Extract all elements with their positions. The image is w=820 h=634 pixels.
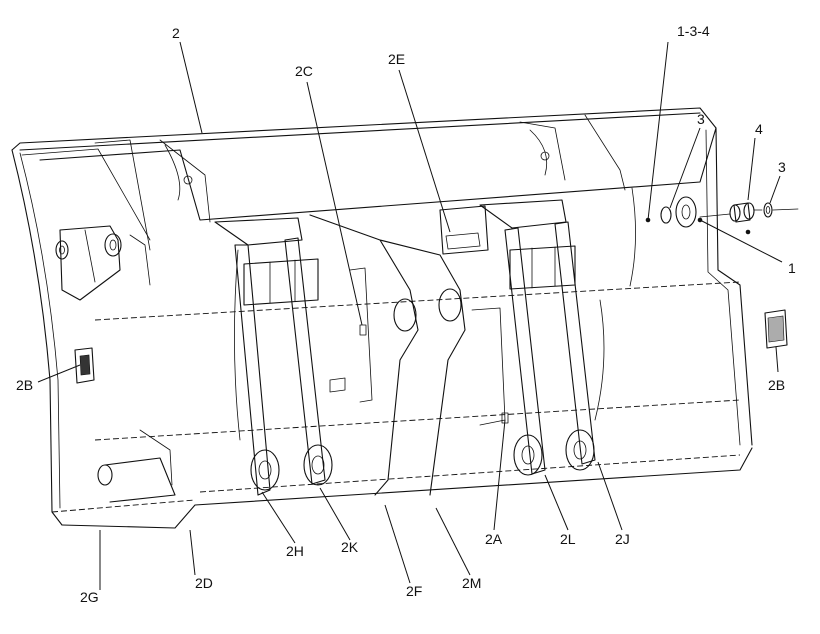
pin-bosses — [97, 429, 595, 503]
callout-3-top: 3 — [697, 111, 705, 127]
callout-2k: 2K — [341, 539, 359, 555]
callout-4: 4 — [755, 121, 763, 137]
callout-2m: 2M — [462, 575, 481, 591]
callout-2e: 2E — [388, 51, 405, 67]
center-hitch — [309, 205, 506, 496]
callout-1-3-4: 1-3-4 — [677, 23, 710, 39]
callout-2d: 2D — [195, 575, 213, 591]
callouts: 2 1-3-4 2C 2E 3 4 3 1 2B 2B 2H 2K 2F 2M … — [16, 23, 796, 605]
callout-2l: 2L — [560, 531, 576, 547]
callout-2h: 2H — [286, 543, 304, 559]
leader-lines — [37, 41, 783, 590]
callout-3-right: 3 — [778, 159, 786, 175]
left-hinge-bracket — [55, 225, 151, 301]
callout-2j: 2J — [615, 531, 630, 547]
callout-1: 1 — [788, 260, 796, 276]
callout-2g: 2G — [80, 589, 99, 605]
callout-2b-right: 2B — [768, 377, 785, 393]
callout-2b-left: 2B — [16, 377, 33, 393]
callout-2c: 2C — [295, 63, 313, 79]
pin-hardware — [645, 196, 799, 235]
coupler-plate-right — [479, 199, 605, 475]
callout-2f: 2F — [406, 583, 422, 599]
callout-2a: 2A — [485, 531, 503, 547]
callout-2: 2 — [172, 25, 180, 41]
coupler-plate-left — [214, 217, 346, 496]
decal-plates — [74, 309, 788, 384]
bucket-body — [11, 107, 753, 529]
